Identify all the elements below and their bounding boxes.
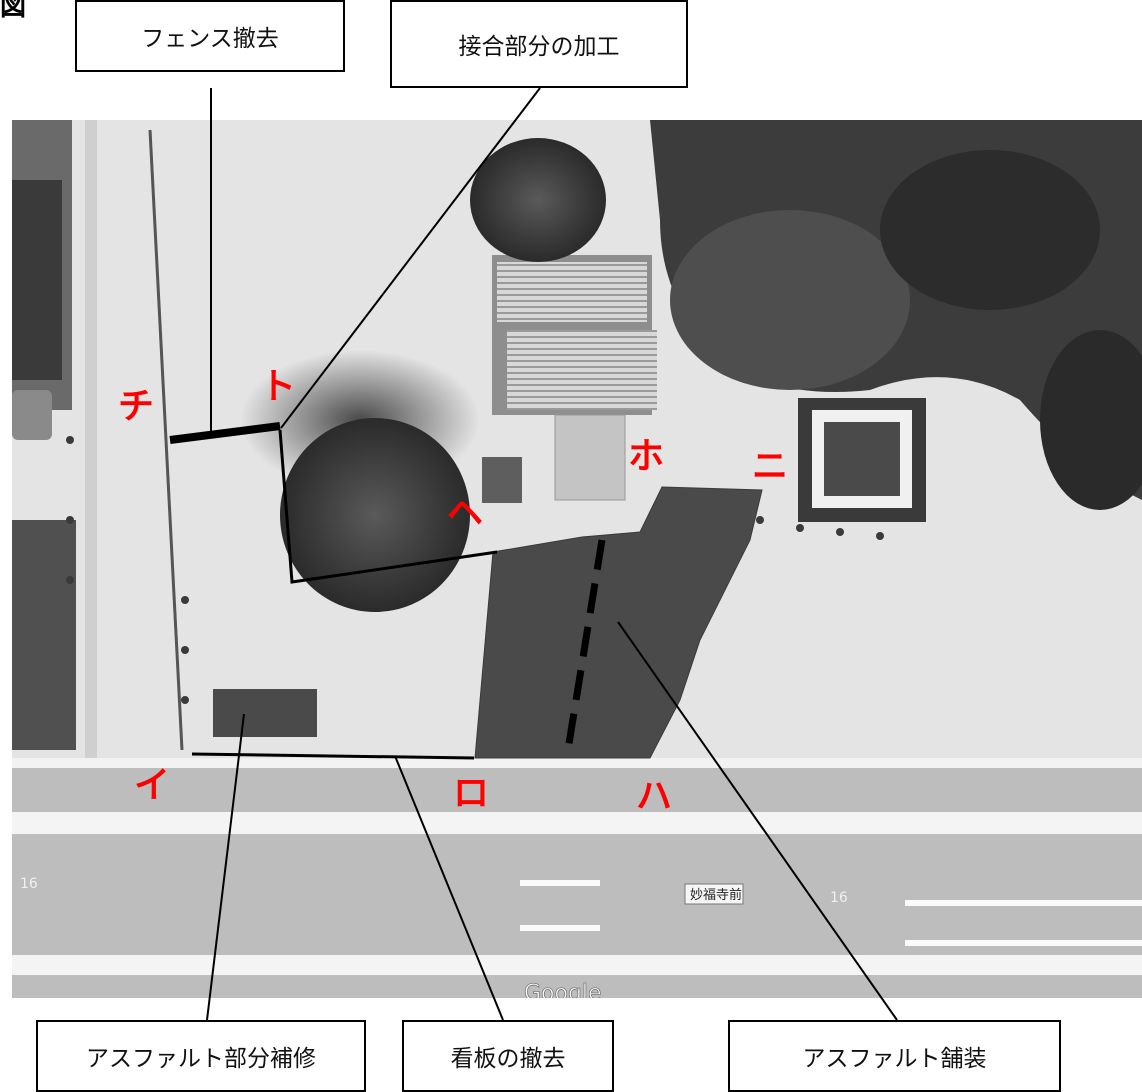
shop-sign-box (684, 883, 744, 905)
road-lower-edge (12, 955, 1142, 975)
left-building-lower (12, 520, 76, 750)
figure-corner-label: 図 (0, 0, 27, 22)
annotations (169, 87, 898, 1021)
joint-callout-leader (280, 87, 541, 429)
monument-center (824, 422, 900, 496)
sign-callout-leader (394, 755, 504, 1021)
sign-removal-callout: 看板の撤去 (402, 1020, 614, 1092)
asphalt-repair-patch (213, 689, 317, 737)
map-imagery: 妙福寺前 16 16 Google (12, 120, 1142, 1006)
large-tree (280, 418, 470, 612)
point-ro: ロ (453, 773, 489, 814)
route-label-left: 16 (20, 876, 38, 892)
stone-lantern (482, 457, 522, 503)
asphalt-repair-callout: アスファルト部分補修 (36, 1020, 366, 1092)
point-to: ト (260, 366, 296, 407)
point-labels: チ ト ホ ニ ヘ イ ロ ハ (118, 366, 788, 817)
shop-sign-label: 妙福寺前 (690, 887, 742, 903)
point-i: イ (134, 765, 170, 806)
lane-markings (520, 880, 1142, 946)
temple-tree (470, 138, 606, 262)
paving-callout-leader (617, 621, 898, 1021)
temple-roof-lower (507, 330, 657, 410)
temple-roof-upper (497, 262, 647, 322)
fence-removal-line (169, 422, 281, 444)
west-fence-line (148, 129, 184, 751)
curb (12, 758, 1142, 768)
point-chi: チ (118, 386, 154, 427)
map-credit: Google (524, 981, 602, 1006)
sidewalk-road (12, 812, 1142, 834)
repair-callout-leader (206, 713, 245, 1021)
point-he: ヘ (447, 493, 483, 534)
tree-cluster-2 (880, 150, 1100, 310)
paving-division-dashed-line (563, 539, 606, 757)
tree-cluster-3 (1040, 330, 1142, 510)
joint-processing-callout: 接合部分の加工 (390, 0, 688, 88)
left-building-dark (12, 180, 62, 380)
point-ha: ハ (636, 776, 672, 817)
tree-cluster-1 (670, 210, 910, 390)
left-parking (12, 390, 52, 440)
sidewalk-strip (85, 120, 97, 760)
point-ho: ホ (628, 436, 664, 477)
asphalt-paving-callout: アスファルト舗装 (728, 1020, 1061, 1092)
temple-steps (554, 414, 626, 501)
fence-removal-callout: フェンス撤去 (75, 0, 345, 72)
joint-boundary-line (278, 429, 498, 584)
point-ni: ニ (752, 446, 788, 487)
route-label-right: 16 (830, 890, 848, 906)
